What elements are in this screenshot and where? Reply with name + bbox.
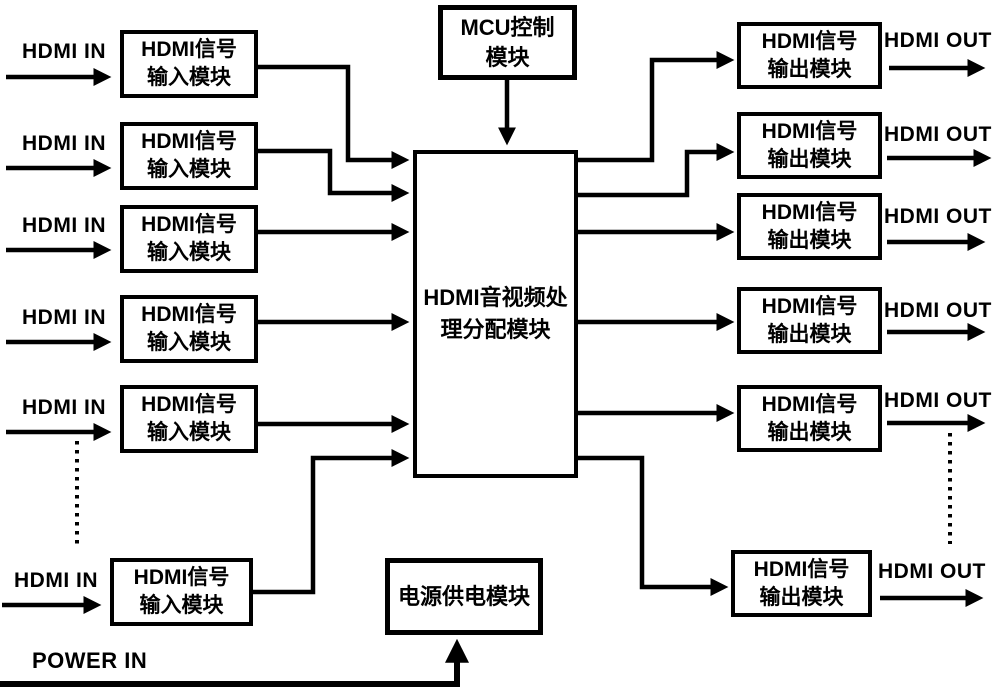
box-text: HDMI信号 <box>761 294 858 318</box>
box-text: 输出模块 <box>767 57 852 81</box>
box-text: HDMI音视频处 <box>423 285 568 311</box>
hdmi-out-label-5: HDMI OUT <box>884 389 992 412</box>
wire-output-1 <box>578 51 735 163</box>
box-text: 理分配模块 <box>440 317 551 342</box>
hdmi-in-label-1: HDMI IN <box>22 40 106 63</box>
hdmi-out-label-3: HDMI OUT <box>884 205 992 228</box>
box-text: 输入模块 <box>139 594 224 617</box>
input-module-box-3: HDMI信号 输入模块 <box>120 205 258 273</box>
box-text: 输入模块 <box>147 421 231 444</box>
mcu-control-module-box: MCU控制 模块 <box>438 5 577 80</box>
hdmi-out-label-2: HDMI OUT <box>884 123 992 146</box>
power-in-label: POWER IN <box>32 648 148 673</box>
box-text: 输出模块 <box>759 585 844 609</box>
wire-input-1 <box>258 64 410 169</box>
hdmi-out-label-4: HDMI OUT <box>884 299 992 322</box>
output-module-box-5: HDMI信号 输出模块 <box>737 385 882 452</box>
box-text: HDMI信号 <box>141 393 237 417</box>
output-module-box-1: HDMI信号 输出模块 <box>737 22 882 89</box>
processor-to-output-wires <box>578 51 735 596</box>
box-text: HDMI信号 <box>133 566 230 590</box>
box-text: 输入模块 <box>147 66 231 89</box>
hdmi-in-label-5: HDMI IN <box>22 396 106 419</box>
box-text: MCU控制 <box>460 15 555 41</box>
box-text: 输入模块 <box>147 241 231 264</box>
hdmi-out-port-arrows <box>880 59 992 607</box>
hdmi-in-label-3: HDMI IN <box>22 214 106 237</box>
hdmi-out-label-1: HDMI OUT <box>884 29 992 52</box>
output-module-box-6: HDMI信号 输出模块 <box>731 550 872 617</box>
input-module-box-5: HDMI信号 输入模块 <box>120 385 258 453</box>
box-text: 输入模块 <box>147 331 231 354</box>
box-text: 输出模块 <box>767 322 852 346</box>
box-text: HDMI信号 <box>761 29 858 53</box>
box-text: 电源供电模块 <box>397 583 530 609</box>
box-text: 输出模块 <box>767 420 852 444</box>
input-to-processor-wires <box>253 64 410 595</box>
input-module-box-2: HDMI信号 输入模块 <box>120 122 258 190</box>
hdmi-av-processing-distribution-box: HDMI音视频处 理分配模块 <box>413 150 578 478</box>
output-module-box-3: HDMI信号 输出模块 <box>737 193 882 260</box>
hdmi-in-label-6: HDMI IN <box>14 569 98 592</box>
wire-output-2 <box>578 143 735 198</box>
input-module-box-1: HDMI信号 输入模块 <box>120 30 258 98</box>
output-module-box-4: HDMI信号 输出模块 <box>737 287 882 354</box>
hdmi-in-label-4: HDMI IN <box>22 306 106 329</box>
hdmi-in-port-arrows <box>2 68 112 614</box>
box-text: HDMI信号 <box>141 213 237 237</box>
output-module-box-2: HDMI信号 输出模块 <box>737 112 882 179</box>
box-text: HDMI信号 <box>761 200 858 224</box>
box-text: HDMI信号 <box>753 557 850 581</box>
hdmi-in-label-2: HDMI IN <box>22 132 106 155</box>
box-text: HDMI信号 <box>141 38 237 62</box>
input-module-box-6: HDMI信号 输入模块 <box>110 558 253 626</box>
box-text: HDMI信号 <box>141 130 237 154</box>
box-text: HDMI信号 <box>761 119 858 143</box>
wire-input-2 <box>258 148 410 202</box>
hdmi-out-label-6: HDMI OUT <box>878 560 986 583</box>
input-module-box-4: HDMI信号 输入模块 <box>120 295 258 363</box>
power-in-wire <box>0 638 469 687</box>
box-text: HDMI信号 <box>141 303 237 327</box>
wire-input-6 <box>253 449 410 595</box>
box-text: 输出模块 <box>767 228 852 252</box>
power-supply-module-box: 电源供电模块 <box>385 558 543 635</box>
box-text: 模块 <box>485 44 530 70</box>
box-text: 输入模块 <box>147 158 231 181</box>
wire-output-6 <box>578 455 729 596</box>
box-text: 输出模块 <box>767 147 852 171</box>
box-text: HDMI信号 <box>761 392 858 416</box>
